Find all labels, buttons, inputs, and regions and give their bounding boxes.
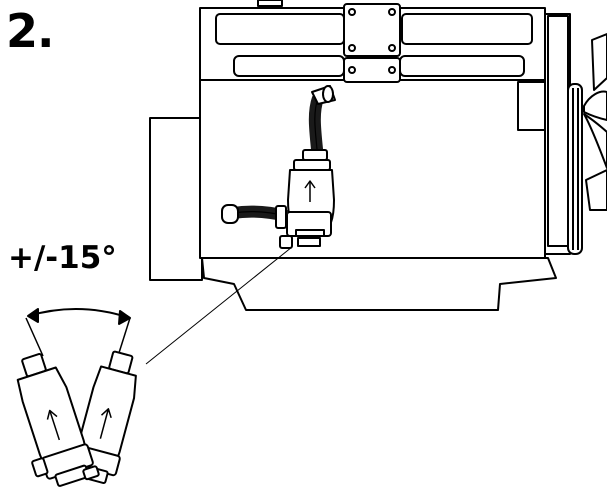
timing-cover <box>544 13 571 255</box>
separator-tilted-left <box>16 352 100 487</box>
step-number: 2. <box>6 4 54 58</box>
leader-line <box>145 246 293 365</box>
engine-oil-separator <box>221 85 336 249</box>
tilt-angle-label: +/-15° <box>8 240 117 276</box>
tilt-angle-arc <box>25 307 131 357</box>
engine-block <box>149 7 557 311</box>
intake-manifold <box>215 0 533 83</box>
crank-pulley <box>567 83 583 255</box>
cooling-fan-icon <box>583 33 607 211</box>
